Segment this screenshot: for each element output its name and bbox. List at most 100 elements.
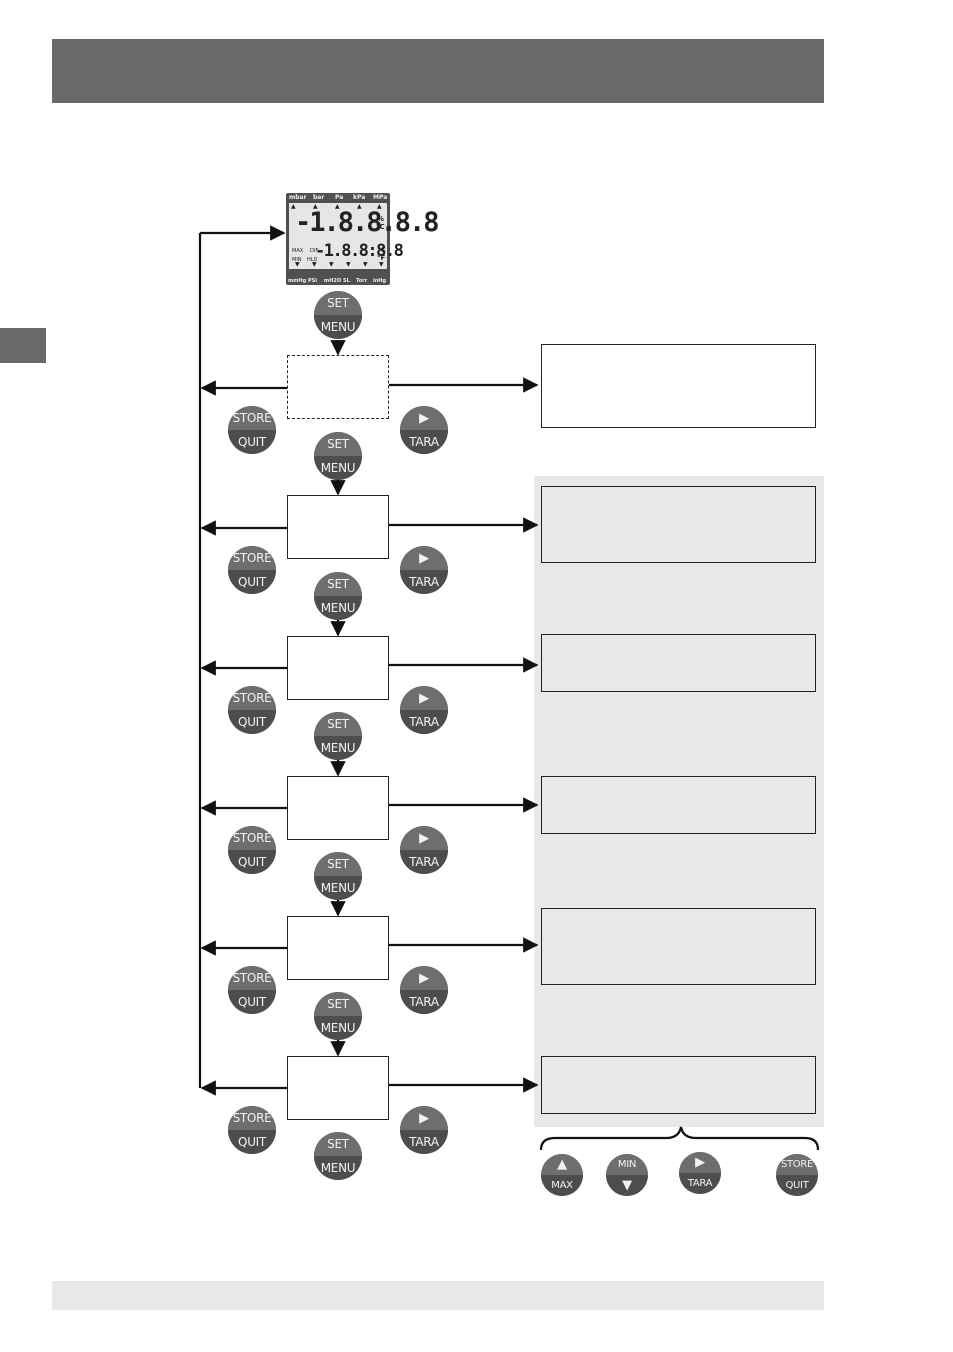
lcd-unit-bottom: mH2O bbox=[324, 278, 342, 284]
set-label: SET bbox=[314, 1132, 362, 1156]
info-box-4 bbox=[541, 776, 816, 834]
quit-label: QUIT bbox=[776, 1175, 818, 1196]
triangle-up-icon: ▲ bbox=[377, 203, 382, 210]
menu-label: MENU bbox=[314, 1016, 362, 1040]
arrow-down-icon: ▼ bbox=[606, 1175, 648, 1196]
set-label: SET bbox=[314, 572, 362, 596]
lcd-unit-top: mbar bbox=[289, 194, 307, 201]
play-icon: ▶ bbox=[400, 546, 448, 570]
min-down-button[interactable]: MIN▼ bbox=[606, 1154, 648, 1196]
info-box-6 bbox=[541, 1056, 816, 1114]
lcd-unit-top: bar bbox=[313, 194, 325, 201]
menu-label: MENU bbox=[314, 596, 362, 620]
tara-label: TARA bbox=[400, 570, 448, 594]
store-label: STORE bbox=[228, 546, 276, 570]
triangle-up-icon: ▲ bbox=[357, 203, 362, 210]
arrow-up-icon: ▲ bbox=[541, 1154, 583, 1175]
menu-label: MENU bbox=[314, 1156, 362, 1180]
quit-label: QUIT bbox=[228, 570, 276, 594]
tara-label: TARA bbox=[400, 990, 448, 1014]
lcd-unit-percent: % bbox=[377, 215, 385, 223]
quit-label: QUIT bbox=[228, 1130, 276, 1154]
menu-label: MENU bbox=[314, 876, 362, 900]
tara-button[interactable]: ▶TARA bbox=[400, 1106, 448, 1154]
lcd-unit-celsius-sub: °C bbox=[377, 246, 386, 254]
play-icon: ▶ bbox=[400, 406, 448, 430]
tara-button[interactable]: ▶TARA bbox=[400, 686, 448, 734]
lcd-label-hld: HLD bbox=[307, 257, 318, 263]
side-tab bbox=[0, 328, 46, 363]
info-box-2 bbox=[541, 486, 816, 563]
lcd-unit-top: kPa bbox=[353, 194, 366, 201]
quit-label: QUIT bbox=[228, 430, 276, 454]
lcd-unit-fahrenheit: °F bbox=[377, 254, 386, 262]
menu-label: MENU bbox=[314, 736, 362, 760]
lcd-unit-celsius: °C bbox=[376, 223, 385, 231]
lcd-unit-top: Pa bbox=[335, 194, 344, 201]
info-box-3 bbox=[541, 634, 816, 692]
tara-button[interactable]: ▶TARA bbox=[400, 826, 448, 874]
menu-step-6 bbox=[287, 1056, 389, 1120]
max-up-button[interactable]: ▲MAX bbox=[541, 1154, 583, 1196]
lcd-display: mbar bar Pa kPa MPa ▲ ▲ ▲ ▲ ▲ -1.8.8.8.8… bbox=[286, 193, 440, 285]
set-label: SET bbox=[314, 712, 362, 736]
set-label: SET bbox=[314, 992, 362, 1016]
store-label: STORE bbox=[228, 966, 276, 990]
lcd-unit-bottom: Torr bbox=[356, 278, 368, 284]
quit-label: QUIT bbox=[228, 990, 276, 1014]
play-icon: ▶ bbox=[400, 966, 448, 990]
tara-button[interactable]: ▶TARA bbox=[400, 406, 448, 454]
lcd-unit-top: MPa bbox=[373, 194, 388, 201]
quit-label: QUIT bbox=[228, 850, 276, 874]
menu-label: MENU bbox=[314, 456, 362, 480]
triangle-down-icon: ▼ bbox=[295, 261, 300, 268]
submenu-panel bbox=[534, 476, 824, 1127]
set-label: SET bbox=[314, 432, 362, 456]
menu-label: MENU bbox=[314, 315, 362, 339]
triangle-down-icon: ▼ bbox=[363, 261, 368, 268]
store-label: STORE bbox=[776, 1154, 818, 1175]
lcd-unit-bottom: inHg bbox=[373, 278, 387, 284]
triangle-down-icon: ▼ bbox=[379, 261, 384, 268]
tara-button[interactable]: ▶TARA bbox=[400, 966, 448, 1014]
play-icon: ▶ bbox=[679, 1152, 721, 1173]
play-icon: ▶ bbox=[400, 686, 448, 710]
quit-label: QUIT bbox=[228, 710, 276, 734]
menu-step-4 bbox=[287, 776, 389, 840]
tara-label: TARA bbox=[679, 1173, 721, 1194]
lcd-unit-bottom: PSI bbox=[308, 278, 318, 284]
tara-button[interactable]: ▶TARA bbox=[679, 1152, 721, 1194]
play-icon: ▶ bbox=[400, 1106, 448, 1130]
header-bar bbox=[52, 39, 824, 103]
lcd-unit-bottom: SL bbox=[343, 278, 350, 284]
triangle-up-icon: ▲ bbox=[291, 203, 296, 210]
triangle-up-icon: ▲ bbox=[313, 203, 318, 210]
footer-bar bbox=[52, 1281, 824, 1310]
tara-label: TARA bbox=[400, 430, 448, 454]
lcd-sub-reading: -1.8.8:8.8 bbox=[315, 241, 404, 261]
set-label: SET bbox=[314, 291, 362, 315]
set-label: SET bbox=[314, 852, 362, 876]
tara-button[interactable]: ▶TARA bbox=[400, 546, 448, 594]
lcd-label-dif: DIF bbox=[310, 248, 319, 254]
store-label: STORE bbox=[228, 686, 276, 710]
tara-label: TARA bbox=[400, 1130, 448, 1154]
info-box-1 bbox=[541, 344, 816, 428]
lcd-screen: ▲ ▲ ▲ ▲ ▲ -1.8.8.8.8 % °C MAX DIF MIN HL… bbox=[289, 203, 440, 269]
info-box-5 bbox=[541, 908, 816, 985]
